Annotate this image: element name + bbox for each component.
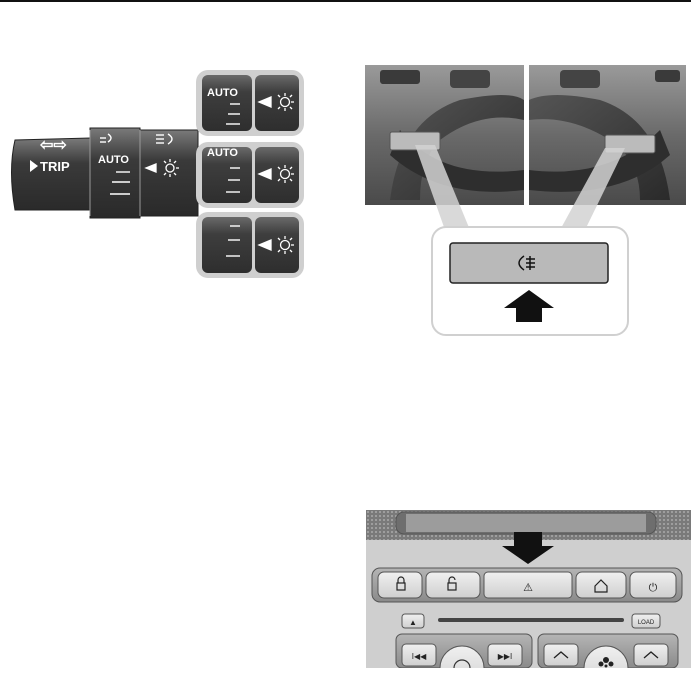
switch-state-1: AUTO: [196, 70, 304, 136]
fog-lamp-figure: [360, 60, 691, 345]
top-rule: [0, 0, 691, 2]
eject-icon: ▲: [409, 618, 417, 627]
previous-icon: I◀◀: [412, 652, 427, 661]
switch-state-3: [196, 212, 304, 278]
disc-slot: [438, 618, 624, 622]
switch-2-auto-label: AUTO: [207, 147, 238, 159]
unlock-button[interactable]: [426, 572, 480, 598]
load-label: LOAD: [638, 620, 655, 626]
hazard-icon: ⚠: [523, 582, 533, 594]
indicator-arrows: ⇦⇨: [39, 137, 67, 154]
trip-label: TRIP: [40, 159, 70, 174]
svg-text:⇦⇨: ⇦⇨: [39, 137, 67, 154]
next-icon: ▶▶I: [498, 652, 513, 661]
center-console-figure: ⚠ ⏻ ▲ LOAD I◀◀ ▶▶I: [366, 510, 691, 668]
lock-button[interactable]: [378, 572, 422, 598]
switch-1-auto-label: AUTO: [207, 87, 238, 99]
stalk-auto-label: AUTO: [98, 154, 129, 166]
power-icon: ⏻: [649, 582, 658, 594]
temp-up-right-button[interactable]: [634, 644, 668, 666]
home-button[interactable]: [576, 572, 626, 598]
temp-up-left-button[interactable]: [544, 644, 578, 666]
switch-state-2: AUTO: [196, 142, 304, 208]
dashboard-right-photo: [529, 65, 686, 205]
lighting-stalk-figure: ⇦⇨ TRIP AUTO AUTO AUTO: [0, 60, 320, 290]
button-row: ⚠ ⏻: [372, 568, 682, 602]
